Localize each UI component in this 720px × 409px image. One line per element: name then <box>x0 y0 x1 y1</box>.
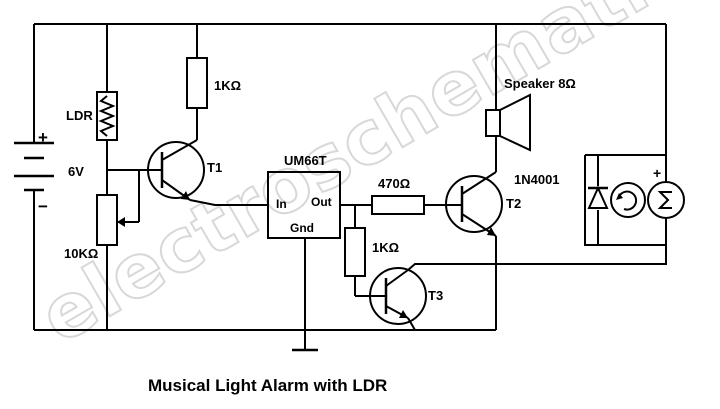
r1-label: 1KΩ <box>214 78 241 93</box>
speaker-symbol <box>485 93 531 152</box>
motor-symbol <box>610 182 646 218</box>
t3-label: T3 <box>428 288 443 303</box>
potentiometer-component <box>96 194 125 246</box>
wires <box>33 23 667 350</box>
transistor-t2 <box>445 171 503 237</box>
dc-source-symbol: + <box>647 155 685 245</box>
supply-voltage-label: 6V <box>68 164 84 179</box>
ic-out-label: Out <box>311 195 332 209</box>
ic-gnd-label: Gnd <box>290 221 314 235</box>
ic-name-label: UM66T <box>284 153 327 168</box>
pot-label: 10KΩ <box>64 246 98 261</box>
um66t-chip: In Out Gnd <box>267 171 341 239</box>
resistor-r3 <box>344 227 366 277</box>
ldr-component <box>96 91 118 141</box>
resistor-r2 <box>371 195 425 215</box>
resistor-r1 <box>186 57 208 109</box>
battery-symbol: + − <box>14 128 54 216</box>
r2-label: 470Ω <box>378 176 410 191</box>
battery-plus-label: + <box>38 128 48 147</box>
battery-minus-label: − <box>38 197 48 216</box>
r3-label: 1KΩ <box>372 240 399 255</box>
diode-label: 1N4001 <box>514 172 560 187</box>
diode-1n4001 <box>587 155 609 245</box>
t2-label: T2 <box>506 196 521 211</box>
t1-label: T1 <box>207 160 222 175</box>
transistor-t3 <box>369 267 427 325</box>
transistor-t1 <box>147 139 205 201</box>
diagram-title: Musical Light Alarm with LDR <box>148 376 387 395</box>
source-plus-label: + <box>653 165 661 181</box>
ldr-label: LDR <box>66 108 93 123</box>
ic-in-label: In <box>276 197 287 211</box>
speaker-label: Speaker 8Ω <box>504 76 576 91</box>
